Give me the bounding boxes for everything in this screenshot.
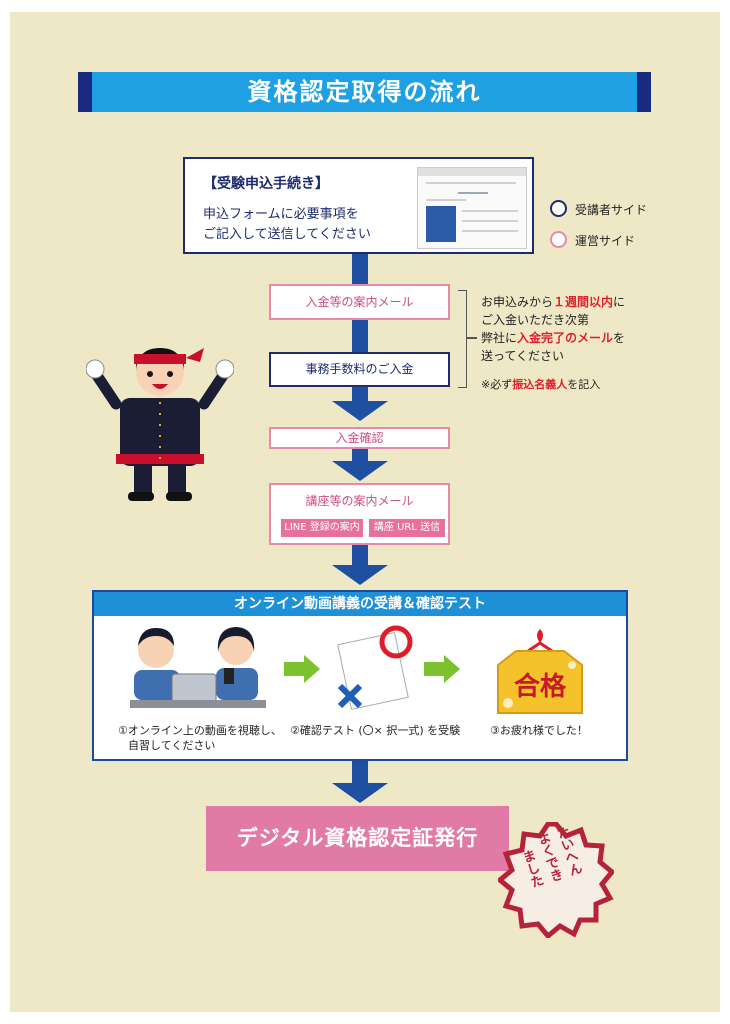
course-guide-label: 講座等の案内メール bbox=[305, 494, 414, 508]
flow-arrow bbox=[332, 461, 388, 481]
application-step-box: 【受験申込手続き】 申込フォームに必要事項を ご記入して送信してください bbox=[183, 157, 534, 254]
payment-confirm-box: 入金確認 bbox=[269, 427, 450, 449]
test-paper-illustration bbox=[337, 625, 413, 710]
legend-operator-label: 運営サイド bbox=[575, 234, 636, 248]
note-line2: ご入金いただき次第 bbox=[481, 313, 590, 327]
students-studying-illustration bbox=[130, 627, 266, 708]
flow-line bbox=[352, 449, 368, 463]
course-guide-mail-box: 講座等の案内メール LINE 登録の案内 講座 URL 送信 bbox=[269, 483, 450, 545]
step-caption-2: ②確認テスト (〇× 択一式) を受験 bbox=[290, 724, 461, 737]
line-registration-tag: LINE 登録の案内 bbox=[281, 519, 363, 537]
progress-arrow bbox=[284, 662, 304, 676]
payment-guide-mail-box: 入金等の案内メール bbox=[269, 284, 450, 320]
progress-arrow-head bbox=[304, 655, 320, 683]
note-line5: ※必ず振込名義人を記入 bbox=[481, 378, 601, 391]
well-done-stamp: たいへん よくでき ました bbox=[498, 822, 614, 938]
flow-line bbox=[352, 387, 368, 401]
note-line1: お申込みから１週間以内に bbox=[481, 295, 626, 309]
flow-line bbox=[352, 254, 368, 284]
flow-arrow bbox=[332, 783, 388, 803]
step-caption-1a: ①オンライン上の動画を視聴し、 bbox=[118, 724, 282, 737]
page-title: 資格認定取得の流れ bbox=[78, 72, 651, 112]
pass-plaque-text: 合格 bbox=[514, 671, 567, 702]
step-caption-1b: 自習してください bbox=[128, 739, 216, 752]
flow-arrow bbox=[332, 401, 388, 421]
legend-learner-marker bbox=[550, 200, 567, 217]
certificate-issue-box: デジタル資格認定証発行 bbox=[206, 806, 509, 871]
legend-operator-marker bbox=[550, 231, 567, 248]
course-url-tag: 講座 URL 送信 bbox=[369, 519, 445, 537]
note-line3: 弊社に入金完了のメールを bbox=[481, 331, 626, 345]
progress-arrow bbox=[424, 662, 444, 676]
note-bracket-tick bbox=[467, 337, 477, 339]
pass-plaque-illustration: 合格 bbox=[497, 629, 583, 714]
application-heading: 【受験申込手続き】 bbox=[203, 176, 329, 192]
online-section-header: オンライン動画講義の受講＆確認テスト bbox=[94, 592, 626, 616]
flow-line bbox=[352, 320, 368, 352]
step-caption-3: ③お疲れ様でした！ bbox=[490, 724, 588, 737]
legend-learner-label: 受講者サイド bbox=[575, 203, 648, 217]
fee-payment-box: 事務手数料のご入金 bbox=[269, 352, 450, 387]
note-bracket bbox=[458, 290, 467, 388]
progress-arrow-head bbox=[444, 655, 460, 683]
note-line4: 送ってください bbox=[481, 349, 565, 363]
form-screenshot-thumbnail bbox=[417, 167, 527, 249]
cheering-student-illustration bbox=[86, 348, 234, 501]
flow-line bbox=[352, 545, 368, 565]
flow-arrow bbox=[332, 565, 388, 585]
application-text-line2: ご記入して送信してください bbox=[203, 227, 371, 242]
flow-line bbox=[352, 761, 368, 783]
application-text-line1: 申込フォームに必要事項を bbox=[203, 207, 359, 222]
